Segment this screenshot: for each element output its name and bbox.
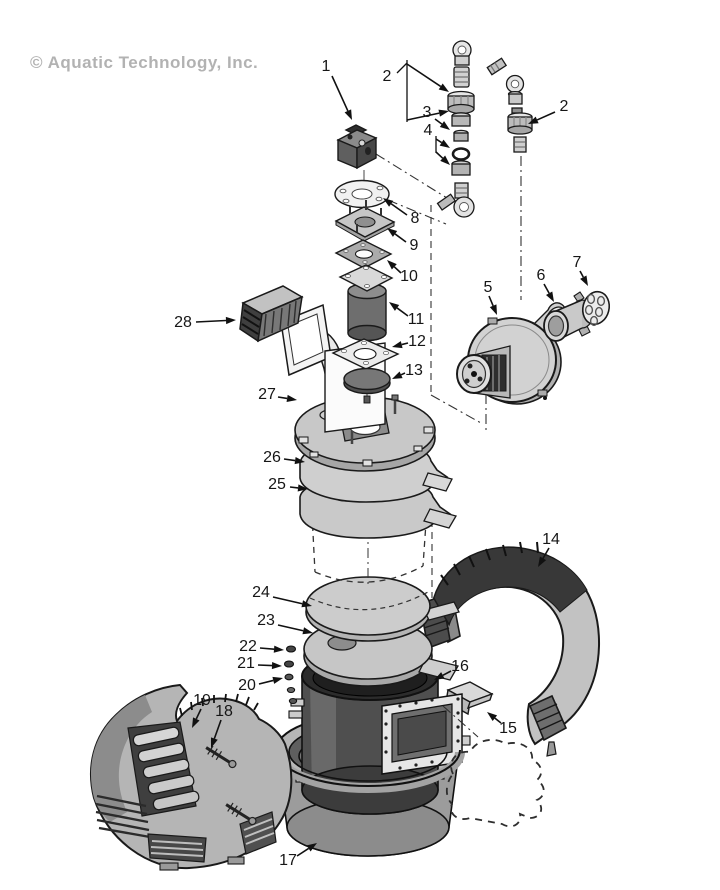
callout-5: 5: [483, 279, 493, 296]
part-13-disc: [343, 367, 391, 395]
callout-24: 24: [252, 584, 270, 601]
callout-1: 1: [321, 58, 331, 75]
callout-3: 3: [422, 104, 432, 121]
callout-15: 15: [499, 720, 517, 737]
callout-28: 28: [174, 314, 192, 331]
callout-20: 20: [238, 677, 256, 694]
callout-17: 17: [279, 852, 297, 869]
part-10-gasket: [334, 239, 393, 269]
gas-fittings-column-b: [486, 57, 533, 153]
part-12-gasket: [331, 338, 400, 370]
part-11-burner-cylinder: [338, 264, 394, 342]
callout-bracket-lines: [396, 60, 437, 153]
callout-22: 22: [239, 638, 257, 655]
callout-14: 14: [542, 531, 560, 548]
watermark: © Aquatic Technology, Inc.: [30, 53, 259, 72]
callout-12: 12: [408, 333, 426, 350]
callout-23: 23: [257, 612, 275, 629]
fasteners-20-21-22: [283, 645, 298, 705]
callout-25: 25: [268, 476, 286, 493]
callout-7: 7: [572, 254, 582, 271]
callout-13: 13: [405, 362, 423, 379]
part-5-blower: [456, 302, 568, 405]
part-14-rear-shroud: [419, 541, 601, 757]
callout-2a: 2: [382, 68, 392, 85]
part-6-coupling: [543, 291, 594, 342]
leader-arrows: [192, 63, 588, 857]
callout-19: 19: [193, 692, 211, 709]
phantom-junction-box: [442, 705, 545, 828]
callout-8: 8: [410, 210, 420, 227]
callout-16: 16: [451, 658, 469, 675]
callout-10: 10: [400, 268, 418, 285]
callout-9: 9: [409, 237, 419, 254]
part-7-perforated-plate: [581, 290, 611, 327]
callout-6: 6: [536, 267, 546, 284]
callout-4: 4: [423, 122, 433, 139]
part-9-flange-plate: [334, 200, 396, 242]
callout-21: 21: [237, 655, 255, 672]
part-8-flange: [334, 179, 390, 209]
callout-11: 11: [407, 311, 425, 328]
part-28-vent-hood: [239, 285, 304, 343]
callout-18: 18: [215, 703, 233, 720]
part-24-disc: [305, 576, 460, 642]
gas-fittings-column-a: [436, 40, 475, 218]
part-1-gas-valve: [336, 124, 378, 170]
phantom-lines: [375, 153, 522, 598]
callout-2b: 2: [559, 98, 569, 115]
callout-27: 27: [258, 386, 276, 403]
part-19-front-shroud: [90, 683, 293, 871]
callout-26: 26: [263, 449, 281, 466]
part-18-screws: [205, 745, 257, 826]
